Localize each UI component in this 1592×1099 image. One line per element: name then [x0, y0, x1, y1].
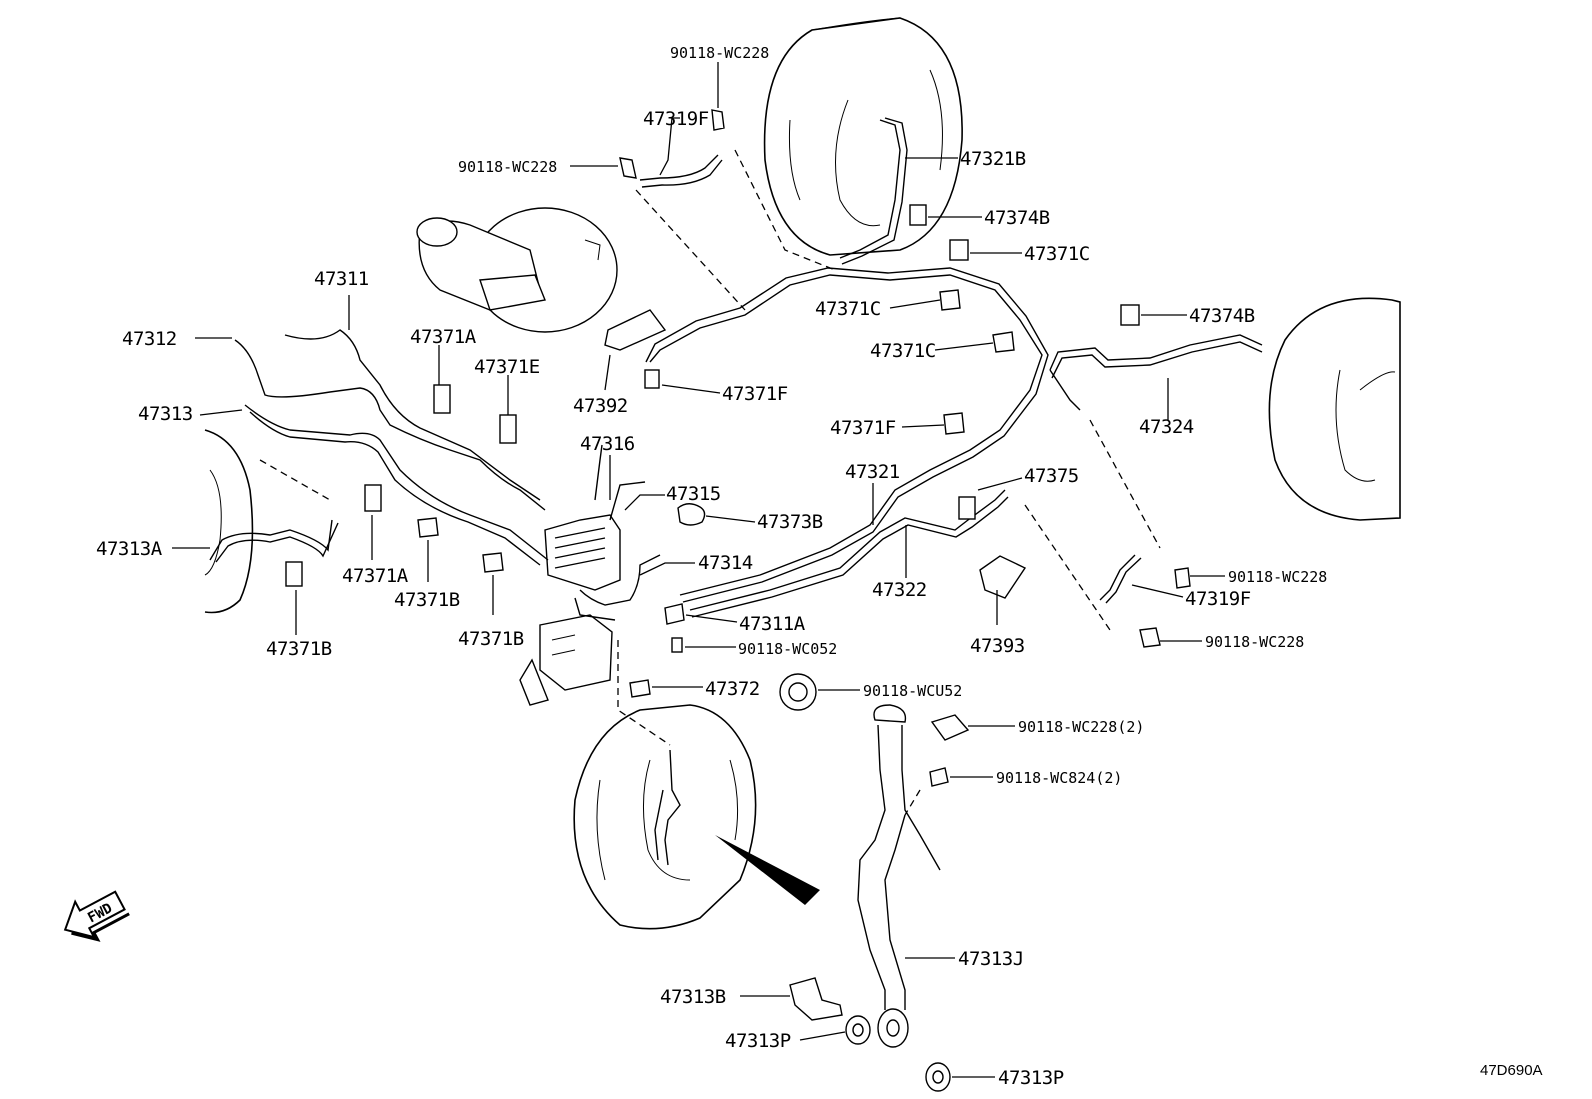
label-47312[interactable]: 47312 [122, 328, 177, 350]
label-47321b[interactable]: 47321B [960, 148, 1026, 170]
label-47371a-bot[interactable]: 47371A [342, 565, 409, 587]
label-47319f-top[interactable]: 47319F [643, 108, 709, 130]
label-47313b[interactable]: 47313B [660, 986, 726, 1008]
label-90118-wc824-2[interactable]: 90118-WC824(2) [996, 769, 1122, 787]
label-47321[interactable]: 47321 [845, 461, 900, 483]
front-tire [573, 704, 757, 930]
label-47313j[interactable]: 47313J [958, 948, 1024, 970]
label-47371f-1[interactable]: 47371F [722, 383, 788, 405]
abs-actuator [519, 614, 613, 706]
label-47371c-3[interactable]: 47371C [870, 340, 936, 362]
label-90118-wcu52[interactable]: 90118-WCU52 [863, 682, 962, 700]
master-cylinder-booster [416, 207, 618, 333]
label-90118-wc228-2[interactable]: 90118-WC228(2) [1018, 718, 1144, 736]
label-47313p-1[interactable]: 47313P [725, 1030, 791, 1052]
label-90118-wc228-r1[interactable]: 90118-WC228 [1228, 568, 1327, 586]
label-47393[interactable]: 47393 [970, 635, 1025, 657]
label-47311[interactable]: 47311 [314, 268, 369, 290]
label-90118-wc052[interactable]: 90118-WC052 [738, 640, 837, 658]
label-47313[interactable]: 47313 [138, 403, 193, 425]
label-47315[interactable]: 47315 [666, 483, 721, 505]
right-tire [1268, 297, 1401, 521]
label-47311a[interactable]: 47311A [739, 613, 806, 635]
label-47316[interactable]: 47316 [580, 433, 635, 455]
left-tire [204, 429, 254, 614]
label-47371b-2[interactable]: 47371B [266, 638, 332, 660]
label-47392[interactable]: 47392 [573, 395, 628, 417]
label-47374b-right[interactable]: 47374B [1189, 305, 1255, 327]
dashed-guides [259, 149, 1161, 816]
label-47371e[interactable]: 47371E [474, 356, 540, 378]
label-47371f-2[interactable]: 47371F [830, 417, 896, 439]
label-47319f-right[interactable]: 47319F [1185, 588, 1251, 610]
diagram-reference-code: 47D690A [1480, 1062, 1543, 1079]
label-47371b-1[interactable]: 47371B [394, 589, 460, 611]
label-47371a-top[interactable]: 47371A [410, 326, 477, 348]
strut-hose-47313j [857, 704, 941, 1048]
label-47372[interactable]: 47372 [705, 678, 760, 700]
label-47375[interactable]: 47375 [1024, 465, 1079, 487]
label-47371c-1[interactable]: 47371C [1024, 243, 1090, 265]
label-90118-wc228-r2[interactable]: 90118-WC228 [1205, 633, 1304, 651]
leader-lines [172, 62, 1225, 1078]
label-47314[interactable]: 47314 [698, 552, 753, 574]
label-47324[interactable]: 47324 [1139, 416, 1194, 438]
rear-right-tire [763, 17, 963, 256]
clips-and-brackets [285, 109, 1191, 1092]
hub-pointer [715, 835, 820, 905]
label-47313p-2[interactable]: 47313P [998, 1067, 1064, 1089]
label-47371c-2[interactable]: 47371C [815, 298, 881, 320]
label-90118-wc228-top[interactable]: 90118-WC228 [670, 44, 769, 62]
part-labels: 90118-WC228 47319F 90118-WC228 47321B 47… [96, 44, 1327, 1089]
label-47374b-top[interactable]: 47374B [984, 207, 1050, 229]
label-47313a[interactable]: 47313A [96, 538, 163, 560]
brake-pipes [209, 117, 1263, 866]
fwd-arrow-icon: FWD [63, 890, 130, 942]
label-47322[interactable]: 47322 [872, 579, 927, 601]
label-47371b-3[interactable]: 47371B [458, 628, 524, 650]
label-90118-wc228-left[interactable]: 90118-WC228 [458, 158, 557, 176]
label-47373b[interactable]: 47373B [757, 511, 823, 533]
